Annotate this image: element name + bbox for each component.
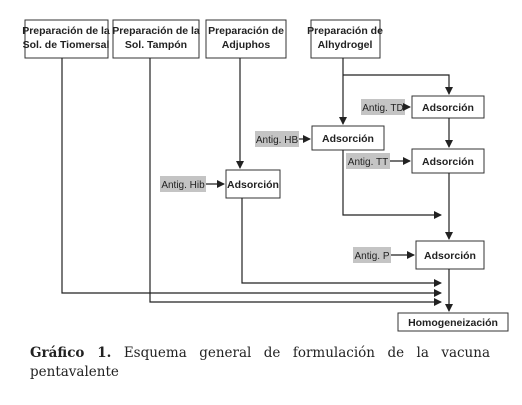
arrow-ads-hib-to-homog xyxy=(241,198,442,287)
box-tampon-line1: Preparación de la xyxy=(112,25,200,37)
box-adjuphos-line2: Adjuphos xyxy=(222,39,271,51)
box-tiomersal-line2: Sol. de Tiomersal xyxy=(23,39,110,51)
box-adsorcion-hb: Adsorción xyxy=(311,125,385,151)
arrow-ads-hb-to-merge xyxy=(342,150,442,219)
box-tampon-line2: Sol. Tampón xyxy=(125,39,187,51)
box-alhydrogel-line1: Preparación de xyxy=(307,25,383,37)
antigen-td: Antig. TD xyxy=(361,99,405,115)
antigen-tt-label: Antig. TT xyxy=(348,157,388,168)
arrow-tiomersal-to-homog xyxy=(61,58,442,297)
box-adsorcion-p-label: Adsorción xyxy=(424,250,476,262)
box-tampon: Preparación de la Sol. Tampón xyxy=(112,19,200,59)
box-alhydrogel: Preparación de Alhydrogel xyxy=(307,19,383,59)
box-adjuphos-line1: Preparación de xyxy=(208,25,284,37)
antigen-td-label: Antig. TD xyxy=(362,103,404,114)
box-adjuphos: Preparación de Adjuphos xyxy=(205,19,287,59)
box-adsorcion-hb-label: Adsorción xyxy=(322,133,374,145)
antigen-hib: Antig. Hib xyxy=(160,176,206,192)
antigen-tt: Antig. TT xyxy=(346,153,390,169)
box-adsorcion-td: Adsorción xyxy=(411,95,485,119)
box-adsorcion-hib-label: Adsorción xyxy=(227,179,279,191)
box-adsorcion-p: Adsorción xyxy=(415,240,485,270)
caption-label: Gráfico 1. xyxy=(30,345,112,361)
flow-diagram: Preparación de la Sol. de Tiomersal Prep… xyxy=(22,19,509,332)
box-homogeneizacion: Homogeneización xyxy=(397,312,509,332)
antigen-hib-label: Antig. Hib xyxy=(161,180,205,191)
box-adsorcion-tt: Adsorción xyxy=(411,148,485,174)
box-adsorcion-td-label: Adsorción xyxy=(422,102,474,114)
box-adsorcion-tt-label: Adsorción xyxy=(422,156,474,168)
antigen-p-label: Antig. P xyxy=(354,251,389,262)
arrow-tampon-to-homog xyxy=(149,58,442,306)
box-homogeneizacion-label: Homogeneización xyxy=(408,317,498,329)
antigen-hb: Antig. HB xyxy=(255,131,299,147)
antigen-p: Antig. P xyxy=(353,247,391,263)
figure-caption: Gráfico 1. Esquema general de formulació… xyxy=(30,344,490,382)
caption-text: Esquema general de formulación de la vac… xyxy=(30,345,490,380)
arrow-alhydrogel-to-ads-td xyxy=(343,74,453,95)
box-alhydrogel-line2: Alhydrogel xyxy=(318,39,373,51)
box-adsorcion-hib: Adsorción xyxy=(225,169,281,199)
antigen-hb-label: Antig. HB xyxy=(256,135,299,146)
box-tiomersal: Preparación de la Sol. de Tiomersal xyxy=(22,19,110,59)
box-tiomersal-line1: Preparación de la xyxy=(22,25,110,37)
